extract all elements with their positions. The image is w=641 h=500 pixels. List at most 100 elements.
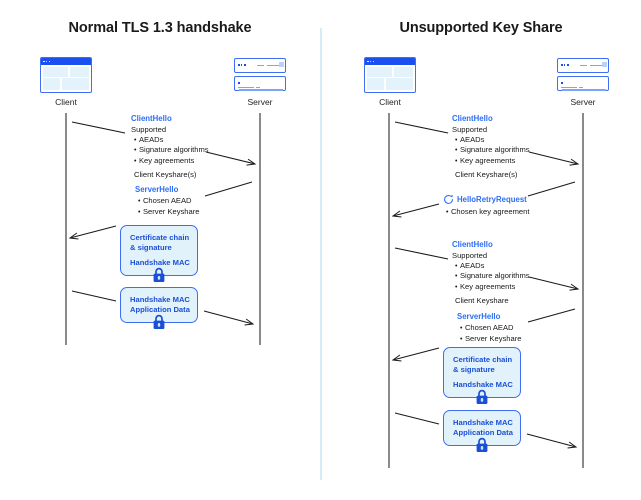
browser-dot-icon	[43, 60, 45, 63]
message-bullet: Chosen AEAD	[135, 196, 200, 207]
arrow-head-client-hello-1	[528, 151, 578, 164]
arrow-head-client-hello	[205, 151, 255, 164]
box-line: Handshake MAC	[453, 380, 513, 389]
message-footer: Client Keyshare(s)	[455, 170, 518, 180]
server-rack-unit	[557, 58, 609, 73]
arrow-tail-client-hello-1	[394, 121, 449, 134]
browser-dot-icon	[45, 60, 48, 63]
arrow-head-hello-retry	[393, 203, 440, 216]
right-message-server-hello-1: ServerHello Chosen AEAD Server Keyshare	[457, 312, 522, 344]
server-icon	[557, 57, 609, 93]
arrow-head-server-hello	[393, 347, 440, 360]
arrow-tail-server-hello	[204, 181, 253, 197]
right-message-hello-retry-request: HelloRetryRequest Chosen key agreement	[443, 194, 529, 218]
lock-icon	[153, 267, 165, 282]
left-encrypted-box-certificate: Certificate chain & signature Handshake …	[120, 225, 198, 282]
message-bullet: AEADs	[452, 261, 530, 272]
browser-dot-icon	[372, 60, 375, 63]
server-label: Server	[247, 97, 273, 107]
left-message-client-hello-1: ClientHello Supported AEADs Signature al…	[131, 114, 209, 180]
box-line: Certificate chain	[453, 355, 513, 364]
message-title: ClientHello	[452, 114, 493, 123]
server-label: Server	[570, 97, 596, 107]
message-bullet: Key agreements	[452, 156, 530, 167]
arrow-tail-application-data	[71, 290, 117, 302]
left-server-lifeline	[259, 113, 261, 345]
message-bullet: Chosen AEAD	[457, 323, 522, 334]
box-line: Handshake MAC	[130, 258, 190, 267]
left-message-server-hello-1: ServerHello Chosen AEAD Server Keyshare	[135, 185, 200, 217]
box-line: Handshake MAC	[130, 295, 190, 304]
left-panel-title: Normal TLS 1.3 handshake	[68, 20, 252, 36]
message-bullet: Signature algorithms	[452, 145, 530, 156]
retry-circle-icon	[444, 194, 453, 204]
left-encrypted-box-application-data: Handshake MAC Application Data	[120, 287, 198, 329]
message-line: Supported	[131, 125, 167, 135]
box-line: & signature	[453, 365, 495, 374]
browser-dot-icon	[367, 60, 369, 63]
message-title: ClientHello	[452, 240, 493, 249]
client-label: Client	[55, 97, 77, 107]
retry-title-row: HelloRetryRequest	[443, 194, 529, 205]
message-bullet: AEADs	[131, 135, 209, 146]
right-client-endpoint: Client	[358, 57, 422, 107]
message-footer: Client Keyshare(s)	[134, 170, 197, 180]
browser-dot-icon	[48, 60, 51, 63]
server-icon	[234, 57, 286, 93]
right-encrypted-box-certificate: Certificate chain & signature Handshake …	[443, 347, 521, 404]
box-line: & signature	[130, 243, 172, 252]
message-bullet: Server Keyshare	[135, 207, 200, 218]
message-footer: Client Keyshare	[455, 296, 509, 306]
lock-icon	[476, 389, 488, 404]
left-server-endpoint: Server	[228, 57, 292, 107]
arrow-head-application-data	[526, 433, 576, 447]
message-line: Supported	[452, 125, 488, 135]
left-client-endpoint: Client	[34, 57, 98, 107]
arrow-head-server-hello	[70, 225, 117, 238]
right-server-lifeline	[582, 113, 584, 468]
arrow-tail-hello-retry	[527, 181, 576, 197]
browser-dot-icon	[369, 60, 372, 63]
client-label: Client	[379, 97, 401, 107]
right-encrypted-box-application-data: Handshake MAC Application Data	[443, 410, 521, 452]
lock-icon	[476, 437, 488, 452]
browser-content	[367, 67, 413, 90]
panel-divider	[320, 28, 322, 480]
box-line: Handshake MAC	[453, 418, 513, 427]
message-bullet: Key agreements	[452, 282, 530, 293]
box-line: Application Data	[130, 305, 190, 314]
arrow-tail-client-hello	[71, 121, 126, 134]
lock-icon	[153, 314, 165, 329]
arrow-tail-client-hello-2	[394, 247, 449, 260]
arrow-head-client-hello-2	[528, 276, 578, 289]
browser-titlebar	[41, 58, 91, 65]
browser-content	[43, 67, 89, 90]
message-bullet: Chosen key agreement	[443, 207, 530, 218]
browser-icon	[364, 57, 416, 93]
box-line: Certificate chain	[130, 233, 190, 242]
message-title: ServerHello	[457, 312, 501, 321]
message-title: HelloRetryRequest	[457, 194, 527, 204]
server-rack-unit	[234, 58, 286, 73]
message-bullet: Signature algorithms	[131, 145, 209, 156]
message-bullet: Key agreements	[131, 156, 209, 167]
message-line: Supported	[452, 251, 488, 261]
right-server-endpoint: Server	[551, 57, 615, 107]
message-title: ClientHello	[131, 114, 172, 123]
message-title: ServerHello	[135, 185, 179, 194]
arrow-head-application-data	[203, 310, 253, 324]
right-message-client-hello-1: ClientHello Supported AEADs Signature al…	[452, 114, 530, 180]
arrow-tail-application-data	[394, 412, 440, 425]
box-line: Application Data	[453, 428, 513, 437]
browser-titlebar	[365, 58, 415, 65]
browser-icon	[40, 57, 92, 93]
server-rack-unit	[234, 76, 286, 91]
right-panel-title: Unsupported Key Share	[399, 20, 563, 36]
right-client-lifeline	[388, 113, 390, 468]
message-bullet: AEADs	[452, 135, 530, 146]
message-bullet: Signature algorithms	[452, 271, 530, 282]
server-rack-unit	[557, 76, 609, 91]
arrow-tail-server-hello	[527, 308, 576, 323]
message-bullet: Server Keyshare	[457, 334, 522, 345]
